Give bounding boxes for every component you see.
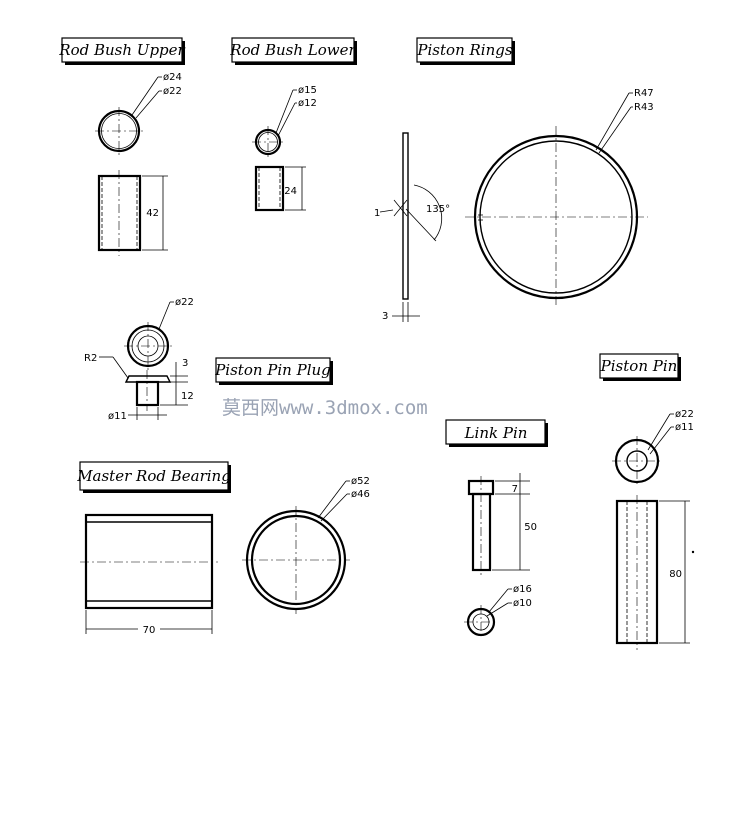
piston-pin-plug-radius: R2 [84, 353, 97, 364]
link-pin-head-height: 7 [512, 484, 518, 495]
master-rod-bearing-title: Master Rod Bearing [76, 467, 231, 485]
rod-bush-lower-id: ø12 [298, 98, 317, 109]
master-rod-bearing-length: 70 [143, 625, 156, 636]
rod-bush-lower-length: 24 [284, 186, 297, 197]
piston-pin-plug-shank-diameter: ø11 [108, 411, 127, 422]
link-pin-part: Link Pin 7 50 ø16 ø10 [445, 419, 548, 639]
watermark: 莫西网www.3dmox.com [222, 397, 428, 419]
piston-pin-id: ø11 [675, 422, 694, 433]
rod-bush-upper-id: ø22 [163, 86, 182, 97]
piston-ring-angle: 135° [426, 204, 450, 215]
rod-bush-lower-od: ø15 [298, 85, 317, 96]
link-pin-od: ø16 [513, 584, 532, 595]
rod-bush-lower-title: Rod Bush Lower [229, 41, 356, 59]
piston-rings-part: Piston Rings 1 135° 3 R47 R43 [374, 37, 654, 322]
piston-ring-thickness: 3 [382, 311, 388, 322]
piston-pin-plug-diameter: ø22 [175, 297, 194, 308]
piston-ring-inner-radius: R43 [634, 102, 654, 113]
link-pin-length: 50 [524, 522, 537, 533]
stray-mark [691, 550, 695, 554]
piston-pin-title: Piston Pin [600, 357, 678, 375]
piston-pin-part: Piston Pin ø22 ø11 80 [599, 353, 694, 650]
master-rod-bearing-part: Master Rod Bearing 70 ø52 ø46 [76, 461, 370, 636]
piston-pin-plug-title: Piston Pin Plug [214, 361, 331, 379]
rod-bush-upper-length: 42 [146, 208, 159, 219]
piston-pin-length: 80 [669, 569, 682, 580]
piston-ring-outer-radius: R47 [634, 88, 654, 99]
rod-bush-upper-od: ø24 [163, 72, 182, 83]
master-rod-bearing-od: ø52 [351, 476, 370, 487]
rod-bush-upper-title: Rod Bush Upper [58, 41, 185, 59]
piston-pin-od: ø22 [675, 409, 694, 420]
piston-pin-plug-flange-height: 3 [182, 358, 188, 369]
rod-bush-lower-part: Rod Bush Lower ø15 ø12 24 [229, 37, 357, 212]
piston-ring-gap: 1 [374, 208, 380, 219]
link-pin-id: ø10 [513, 598, 532, 609]
piston-pin-plug-height: 12 [181, 391, 194, 402]
link-pin-title: Link Pin [464, 424, 528, 442]
piston-rings-title: Piston Rings [416, 41, 512, 59]
master-rod-bearing-id: ø46 [351, 489, 370, 500]
piston-pin-plug-part: Piston Pin Plug ø22 R2 3 12 ø11 [84, 297, 333, 422]
rod-bush-upper-part: Rod Bush Upper ø24 ø22 42 [58, 37, 186, 256]
